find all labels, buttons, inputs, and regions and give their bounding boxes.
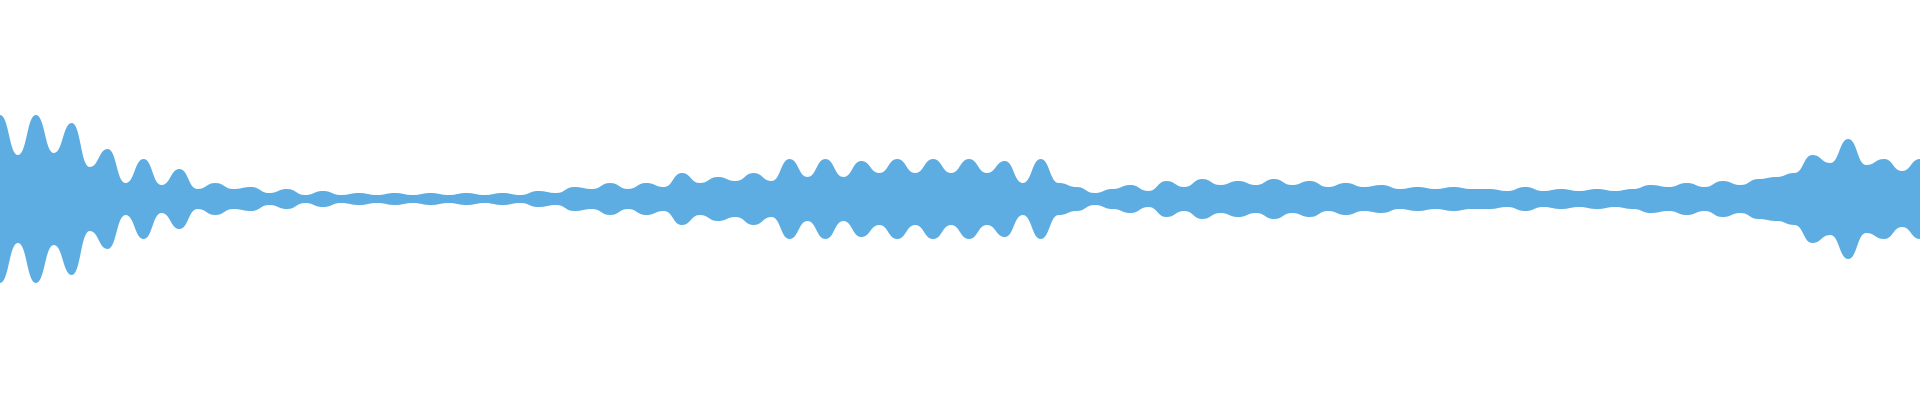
waveform-shape xyxy=(0,115,1920,283)
